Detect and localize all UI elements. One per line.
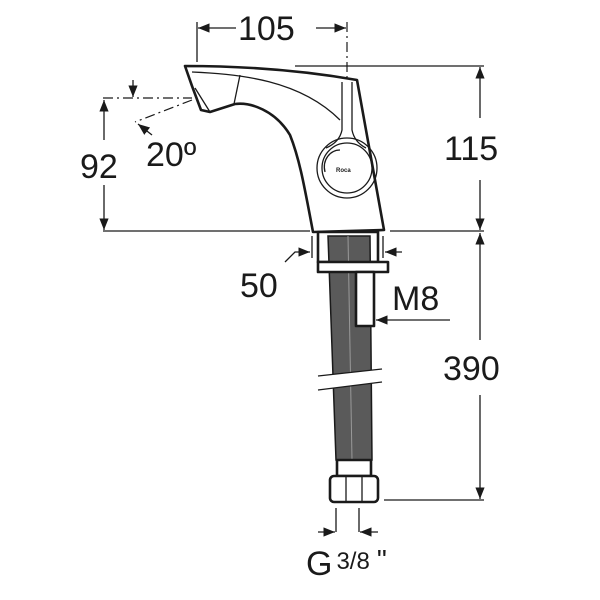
mounting-assembly <box>316 230 390 504</box>
dimension-label-angle: 20º <box>146 136 196 174</box>
handle-ring <box>316 137 378 199</box>
dimension-label-390: 390 <box>443 350 500 388</box>
dimension-label-connection: G 3/8 " <box>306 544 387 583</box>
dimension-lines <box>99 23 485 537</box>
dimension-label-m8: M8 <box>392 280 439 318</box>
dimension-label-105: 105 <box>238 10 295 48</box>
dimension-label-92: 92 <box>80 148 118 186</box>
connection-suffix: " <box>377 544 387 575</box>
fixing-bracket <box>316 260 390 274</box>
hose-ferrule <box>335 458 373 478</box>
connection-size: 3/8 <box>336 548 369 575</box>
connection-prefix: G <box>306 545 332 583</box>
brand-logo: Roca <box>336 168 351 174</box>
dimension-label-50: 50 <box>240 267 278 305</box>
faucet-body: Roca <box>183 64 386 234</box>
hex-nut <box>328 474 380 504</box>
dimension-label-115: 115 <box>444 130 498 168</box>
threaded-stud <box>354 270 376 328</box>
